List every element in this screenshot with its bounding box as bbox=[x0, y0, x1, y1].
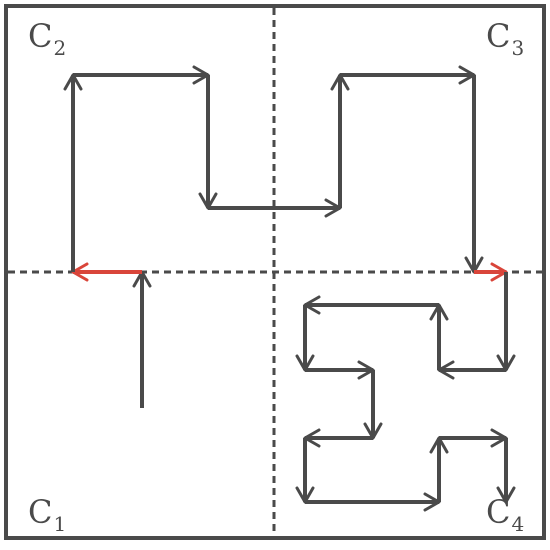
label-subscript: 2 bbox=[53, 36, 67, 60]
label-letter: C bbox=[28, 493, 53, 531]
quadrant-label-c1: C1 bbox=[28, 493, 66, 534]
label-subscript: 4 bbox=[511, 512, 525, 536]
label-letter: C bbox=[486, 493, 511, 531]
quadrant-label-c4: C4 bbox=[486, 493, 524, 534]
label-subscript: 1 bbox=[53, 512, 67, 536]
quadrant-label-c3: C3 bbox=[486, 17, 524, 58]
outer-frame bbox=[4, 4, 546, 540]
curve-segments bbox=[63, 65, 516, 512]
label-subscript: 3 bbox=[511, 36, 525, 60]
label-letter: C bbox=[28, 17, 53, 55]
quadrant-label-c2: C2 bbox=[28, 17, 66, 58]
label-letter: C bbox=[486, 17, 511, 55]
